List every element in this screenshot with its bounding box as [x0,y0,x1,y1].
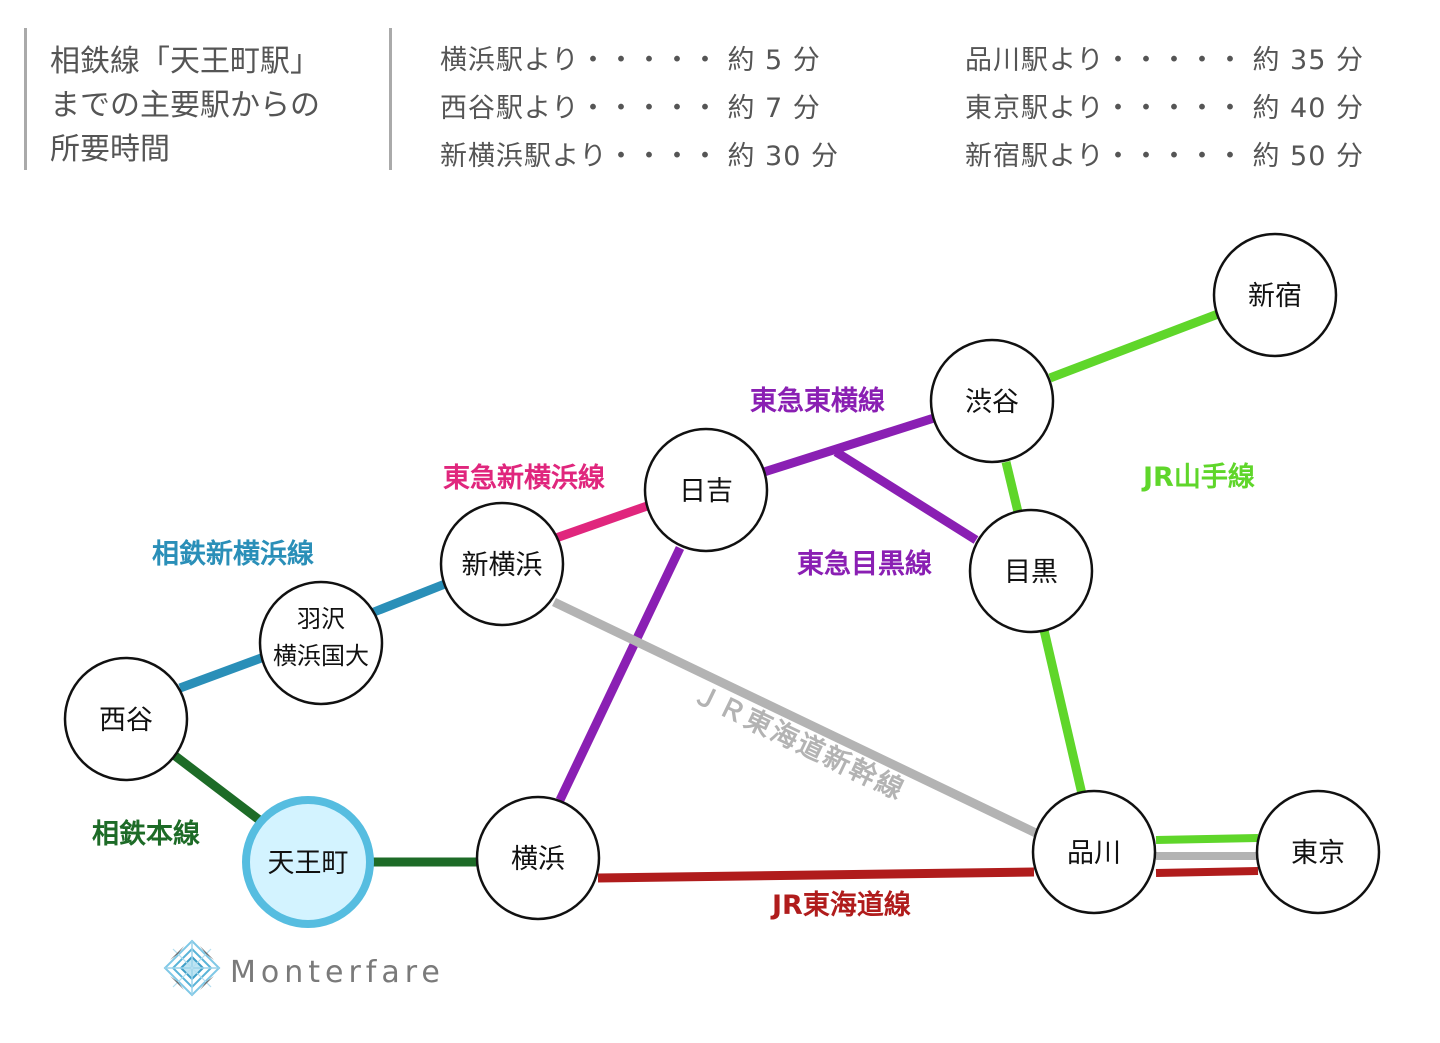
time-row-tokyo: 東京駅より・・・・・約 40 分 [965,93,1364,124]
station-yokohama[interactable]: 横浜 [475,795,601,921]
label-tokyu-meguro: 東急目黒線 [797,548,932,580]
title-line-3: 所要時間 [50,132,170,167]
station-circle-highlight [246,800,370,924]
line-yamanote-shibuya-meguro [1001,460,1023,514]
station-shinagawa[interactable]: 品川 [1031,789,1157,915]
station-shinjuku[interactable]: 新宿 [1212,232,1338,358]
time-row-shinjuku: 新宿駅より・・・・・約 50 分 [965,141,1364,172]
page-title: 相鉄線「天王町駅」 までの主要駅からの 所要時間 [50,40,380,172]
station-nishiya[interactable]: 西谷 [63,656,189,782]
station-circle [258,580,384,706]
line-sotetsu-shinyokohama-2 [372,577,452,617]
title-line-1: 相鉄線「天王町駅」 [50,44,320,79]
diamond-pattern-icon [163,939,221,997]
station-label: 西谷 [99,705,153,736]
stations: 西谷 羽沢 横浜国大 天王町 横浜 新横浜 日吉 渋谷 [63,232,1381,928]
time-row-shinyokohama: 新横浜駅より・・・・約 30 分 [440,141,839,172]
time-row-nishiya: 西谷駅より・・・・・約 7 分 [440,93,821,124]
label-sotetsu-shinyokohama: 相鉄新横浜線 [152,538,314,570]
station-hazawa-yokohama-kokudai[interactable]: 羽沢 横浜国大 [258,580,384,706]
label-tokyu-toyoko: 東急東横線 [750,385,885,417]
logo: Monterfare [163,939,445,997]
station-circle [929,338,1055,464]
label-sotetsu-main: 相鉄本線 [92,818,200,850]
label-jr-tokaido: JR東海道線 [770,889,911,921]
station-circle [1212,232,1338,358]
station-label: 日吉 [679,476,733,507]
line-shinkansen [552,597,1042,840]
station-label-line1: 羽沢 [297,605,345,633]
station-hiyoshi[interactable]: 日吉 [643,427,769,553]
station-circle [1255,789,1381,915]
rail-lines [167,309,1259,883]
line-tokyu-toyoko [762,413,936,477]
line-tokyu-meguro [833,448,979,544]
station-tokyo[interactable]: 東京 [1255,789,1381,915]
line-jr-tokaido-yokohama-shinagawa [597,867,1035,883]
label-shinkansen: ＪＲ東海道新幹線 [687,677,910,806]
line-sotetsu-main-nishiya-tennocho [167,748,265,826]
station-shibuya[interactable]: 渋谷 [929,338,1055,464]
line-yamanote-shinagawa-tokyo [1155,834,1259,844]
station-shinyokohama[interactable]: 新横浜 [439,501,565,627]
title-line-2: までの主要駅からの [50,88,320,123]
station-circle-border [242,796,374,928]
line-sotetsu-shinyokohama-1 [178,652,266,693]
station-label: 新横浜 [462,550,543,581]
line-jr-tokaido-shinagawa-tokyo [1155,867,1259,877]
station-label: 新宿 [1248,281,1302,312]
station-circle [475,795,601,921]
line-tokyu-shinyokohama [554,500,652,543]
logo-text: Monterfare [230,955,445,990]
line-yamanote-meguro-shinagawa [1039,628,1087,796]
station-label: 品川 [1067,838,1121,869]
station-label: 天王町 [268,848,349,879]
time-row-shinagawa: 品川駅より・・・・・約 35 分 [965,45,1364,76]
station-label: 東京 [1291,838,1345,869]
station-meguro[interactable]: 目黒 [968,508,1094,634]
station-tennocho[interactable]: 天王町 [242,796,374,928]
label-jr-yamanote: JR山手線 [1141,461,1255,493]
station-circle [63,656,189,782]
station-label: 渋谷 [965,387,1019,418]
station-circle [1031,789,1157,915]
header: 相鉄線「天王町駅」 までの主要駅からの 所要時間 横浜駅より・・・・・約 5 分… [0,0,1440,190]
time-row-yokohama: 横浜駅より・・・・・約 5 分 [440,45,821,76]
station-circle [643,427,769,553]
station-circle [439,501,565,627]
header-divider-left [24,28,27,170]
header-divider-right [389,28,392,170]
line-yamanote-shinjuku-shibuya [1048,309,1220,383]
station-label: 横浜 [511,844,565,875]
station-circle [968,508,1094,634]
station-label-line2: 横浜国大 [273,642,369,670]
label-tokyu-shinyokohama: 東急新横浜線 [443,462,605,494]
station-label: 目黒 [1004,557,1058,588]
line-tokyu-hiyoshi-yokohama [555,546,685,802]
